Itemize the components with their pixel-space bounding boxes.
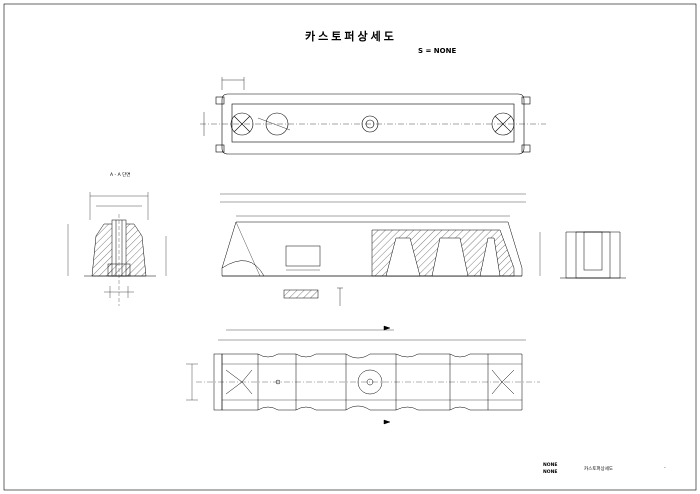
end-view xyxy=(560,231,626,279)
drawing-title: 카스토퍼상세도 xyxy=(305,30,397,43)
section-title: A - A 단면 xyxy=(110,171,130,178)
titleblock-scale-1: NONE xyxy=(543,463,558,468)
titleblock-sheet-no: - xyxy=(664,466,666,471)
bottom-plan-view xyxy=(186,325,540,425)
section-aa-view xyxy=(67,192,167,306)
scale-label: S = NONE xyxy=(418,47,457,55)
side-elevation-view xyxy=(220,193,541,306)
titleblock-drawing-name: 카스토퍼상세도 xyxy=(584,467,613,472)
sheet-border xyxy=(3,3,697,491)
top-plan-view xyxy=(200,77,546,155)
titleblock-scale-2: NONE xyxy=(543,470,558,475)
